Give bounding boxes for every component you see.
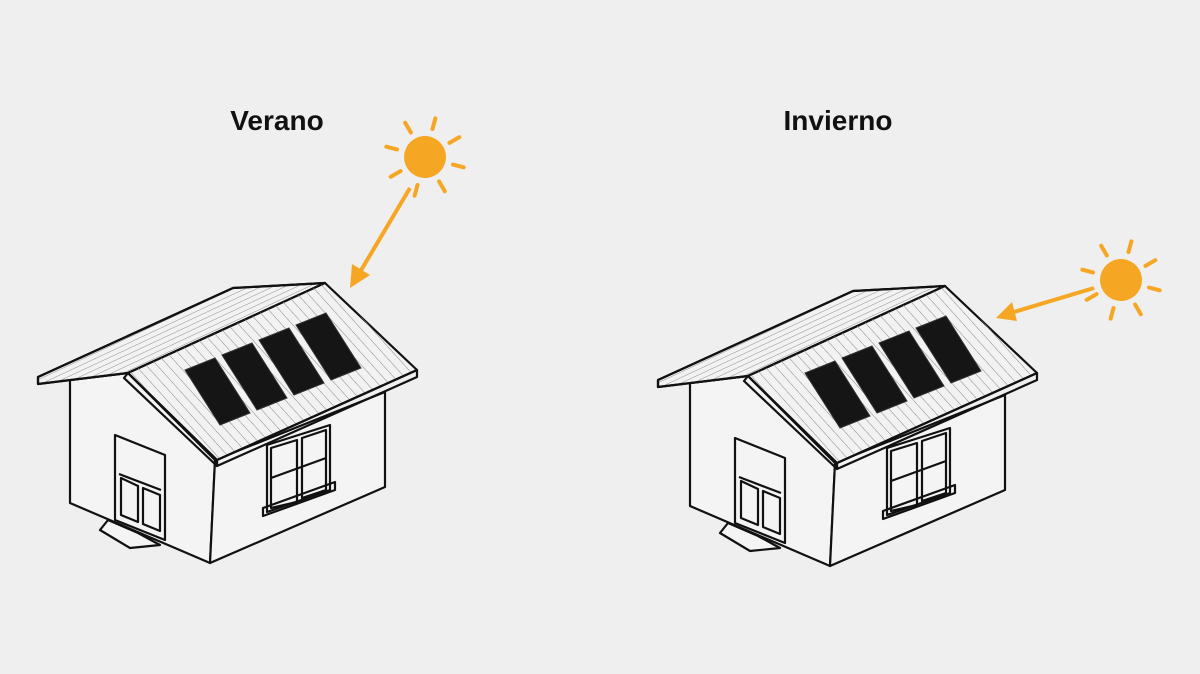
sunlight-arrow — [350, 186, 412, 288]
summer-panel: Verano — [36, 105, 476, 565]
house-with-solar-panels — [36, 281, 419, 565]
house-with-solar-panels — [656, 284, 1039, 568]
winter-panel: Invierno — [656, 105, 1172, 568]
winter-title: Invierno — [784, 105, 893, 136]
sunlight-arrow — [996, 286, 1095, 321]
sun-icon — [374, 106, 476, 208]
sun-icon — [1070, 229, 1172, 331]
summer-title: Verano — [230, 105, 323, 136]
